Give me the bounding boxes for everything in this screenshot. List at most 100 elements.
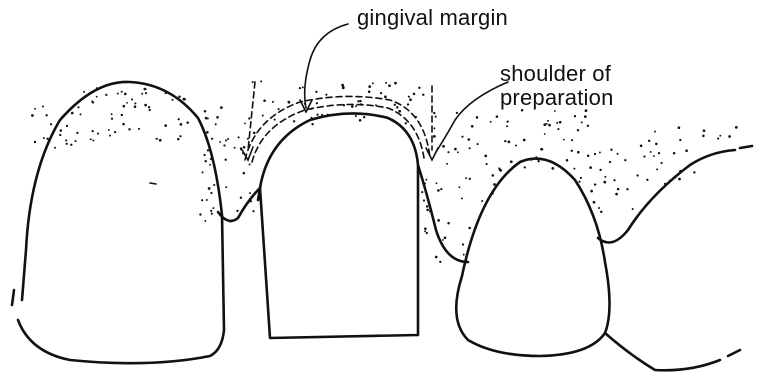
stipple-dot [658,152,660,154]
left-tooth-outline [18,82,224,363]
stipple-dot [219,141,221,143]
stipple-dot [248,117,250,119]
stipple-dot [508,141,511,144]
stipple-dot [547,120,549,122]
stipple-dot [172,99,174,101]
stipple-dot [454,148,457,151]
stipple-dot [253,132,256,135]
stipple-dot [272,101,274,103]
stipple-dot [240,197,242,199]
stipple-dot [201,199,203,201]
stipple-dot [207,118,209,120]
stipple-dot [492,174,495,177]
stipple-dot [648,140,650,142]
stipple-dot [178,118,180,120]
stipple-dot [70,144,72,146]
stipple-dot [111,118,113,120]
stipple-dot [593,201,596,204]
stipple-dot [216,116,219,119]
stipple-dot [109,135,111,137]
stipple-dot [498,167,500,169]
shoulder-label-line2: preparation [500,86,614,110]
stipple-dot [91,101,93,103]
stipple-dot [717,138,719,140]
stipple-dot [424,230,426,232]
stipple-dot [77,106,79,108]
stipple-dot [243,172,246,175]
stipple-dot [426,209,429,212]
stipple-dot [225,139,227,141]
stipple-dot [234,147,236,149]
stipple-dot [457,151,459,153]
stipple-dot [278,108,280,110]
stipple-dot [408,96,410,98]
stipple-dot [249,163,251,165]
stipple-dot [653,155,655,157]
stipple-dot [90,138,92,140]
stipple-dot [199,213,201,215]
stipple-dot [145,88,147,90]
stipple-dot [435,116,437,118]
stipple-dot [500,169,502,171]
stipple-dot [440,188,442,190]
adjacent-tooth-fragment-dash [728,350,740,356]
stipple-dot [83,91,85,93]
stipple-dot [355,105,357,107]
stipple-dot [355,115,357,117]
stipple-dot [423,199,425,201]
stipple-dot [238,136,240,138]
stipple-dot [124,93,127,96]
stipple-dot [584,115,587,118]
stipple-dot [243,146,246,149]
stipple-dot [126,102,128,104]
stipple-dot [342,86,345,89]
stipple-dot [640,144,643,147]
stipple-dot [546,123,548,125]
stipple-dot [581,121,583,123]
stipple-dot [435,256,438,259]
stipple-dot [206,131,209,134]
stipple-dot [442,145,445,148]
stipple-dot [203,154,205,156]
left-tooth-mark [150,183,156,184]
stipple-dot [252,81,254,83]
stipple-dot [244,123,246,125]
stipple-dot [121,91,123,93]
stipple-dot [311,123,313,125]
stipple-dot [524,166,526,168]
stipple-dot [685,149,688,152]
shoulder-of-preparation-label: shoulder of preparation [500,62,614,110]
stipple-dot [599,151,601,153]
stipple-dot [468,227,471,230]
adjacent-tooth-fragment [605,333,720,370]
stipple-dot [80,113,82,115]
stipple-dot [325,94,327,96]
right-tooth-outline [456,159,609,356]
stipple-dot [490,121,492,123]
stipple-dot [42,105,44,107]
stipple-dot [566,159,569,162]
stipple-dot [719,135,721,137]
stipple-dot [134,102,136,104]
stipple-dot [274,119,276,121]
stipple-dot [632,208,634,210]
shoulder-label-line1: shoulder of [500,62,614,86]
stipple-dot [646,179,648,181]
stipple-dot [461,197,463,199]
stipple-dot [590,190,593,193]
stipple-dot [134,105,137,108]
stipple-dot [506,120,508,122]
stipple-dot [315,91,317,93]
stipple-dot [484,155,487,158]
stipple-dot [476,116,479,119]
gingiva-stipple [31,80,738,263]
stipple-dot [210,192,212,194]
stipple-dot [215,123,217,125]
stipple-dot [587,155,590,158]
stipple-dot [206,199,208,201]
stipple-dot [636,174,638,176]
stipple-dot [458,186,460,188]
stipple-dot [735,126,738,129]
stipple-dot [117,93,119,95]
stipple-dot [359,100,361,102]
